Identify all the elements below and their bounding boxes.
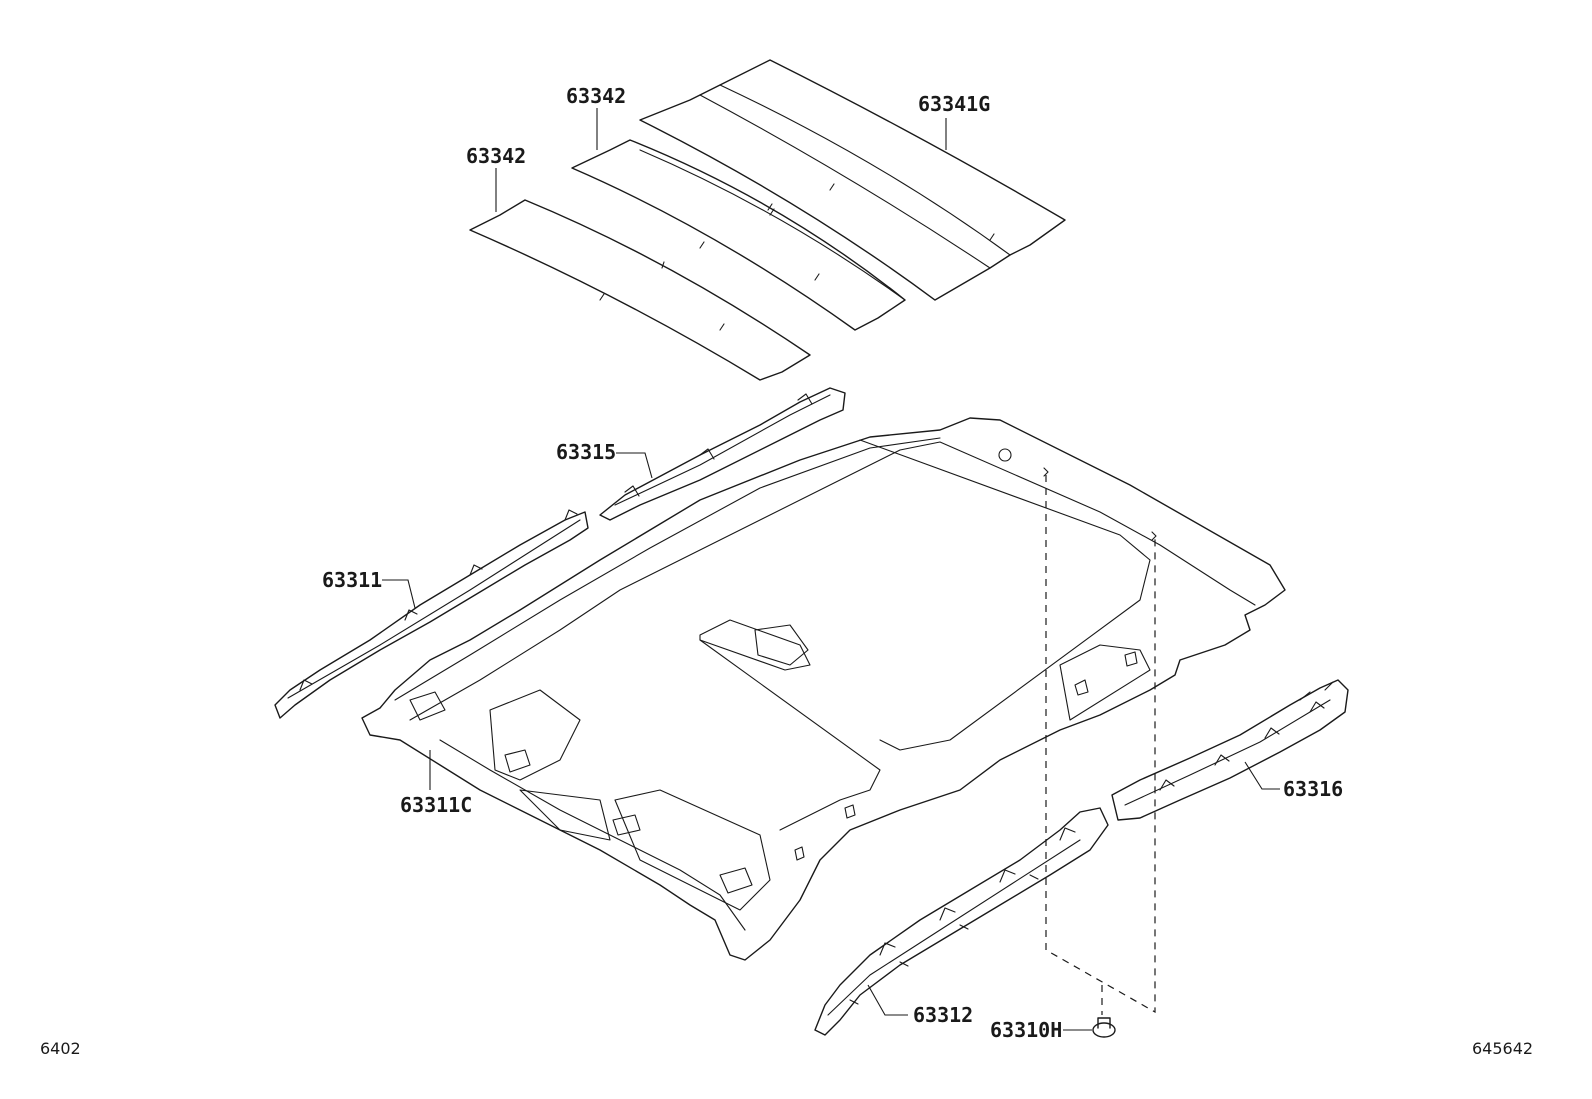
sunroof-trim-63315 [599,387,846,521]
clip-dashed-lines [1045,475,1156,1015]
silencer-pad-front [469,199,811,381]
footer-left-code: 6402 [40,1039,81,1058]
silencer-pad-middle [571,139,906,331]
callout-63316: 63316 [1283,777,1343,801]
callout-63315: 63315 [556,440,616,464]
silencer-pad-rear [639,59,1066,301]
callout-63311: 63311 [322,568,382,592]
rear-trim-63316 [1111,679,1349,821]
callout-63312: 63312 [913,1003,973,1027]
callout-63342-front: 63342 [466,144,526,168]
leader-lines [382,108,1280,1031]
callout-63310h: 63310H [990,1018,1062,1042]
callout-63311c: 63311C [400,793,472,817]
callout-63342-middle: 63342 [566,84,626,108]
clip-63310h [1092,1017,1116,1038]
callout-63341g: 63341G [918,92,990,116]
pillar-trim-63312 [814,807,1109,1036]
roof-headlining [361,417,1286,961]
footer-right-code: 645642 [1472,1039,1533,1058]
roof-rail-63311 [274,509,589,719]
